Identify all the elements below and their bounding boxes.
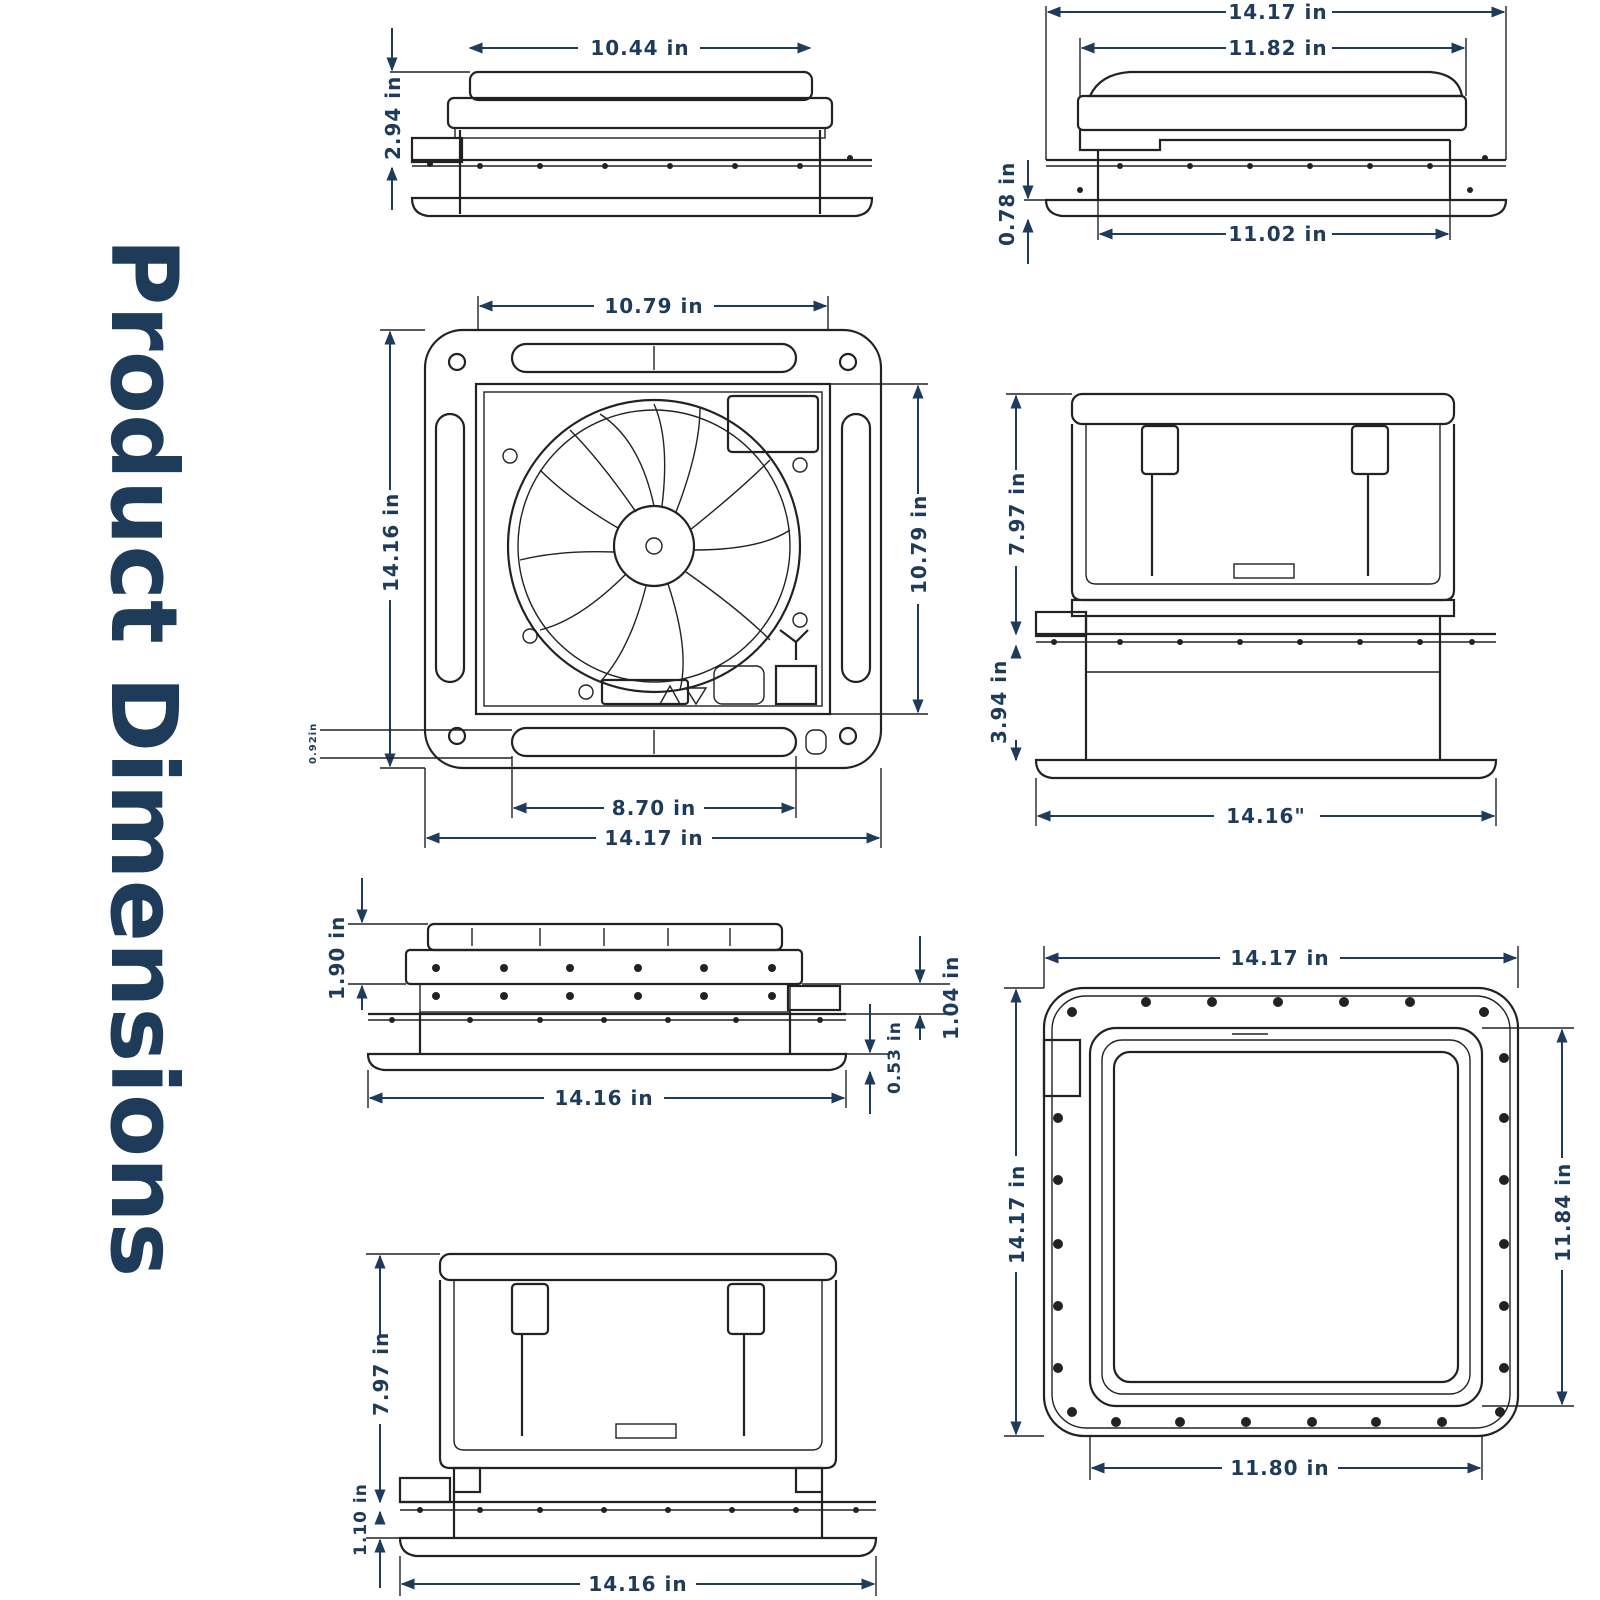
dim-trim-height: 0.53 in [885,1021,905,1094]
dim-outer-height: 14.17 in [1005,1165,1029,1264]
dim-width: 14.16 in [554,1086,653,1110]
dim-outer-width: 14.17 in [1228,0,1327,24]
side-view-top-right: 14.17 in 11.82 in 11.02 in 0.78 in [995,0,1508,264]
dim-outer-width: 14.17 in [1230,946,1329,970]
dim-margin: 0.92in [308,723,319,764]
dim-outer-width: 14.17 in [604,826,703,850]
side-view-top-left: 10.44 in 2.94 in [381,28,874,218]
side-view-middle-left: 1.90 in 1.04 in 0.53 in 14.16 in [325,878,963,1114]
dim-lid-height: 7.97 in [1005,472,1029,556]
dim-base-width: 11.02 in [1228,222,1327,246]
dim-inner-height: 11.84 in [1551,1163,1575,1262]
dim-width: 14.16" [1226,804,1306,828]
dim-bottom-slot-width: 8.70 in [612,796,696,820]
dim-lid-width: 11.82 in [1228,36,1327,60]
dim-lid-height: 1.90 in [325,916,349,1000]
dim-base-height: 3.94 in [987,660,1011,744]
dim-flange-height: 1.04 in [939,956,963,1040]
dim-width: 10.44 in [590,36,689,60]
dim-inner-height: 10.79 in [907,495,931,594]
dim-base-height: 1.10 in [351,1483,371,1556]
dim-width: 14.16 in [588,1572,687,1596]
open-view-right: 7.97 in 3.94 in 14.16" [987,392,1498,828]
dim-outer-height: 14.16 in [379,493,403,592]
top-view-frame: 14.17 in 14.17 in 11.84 in 11.80 in [1004,946,1575,1480]
dim-lid-height: 7.97 in [369,1332,393,1416]
page-title: Product Dimensions [90,238,197,1277]
dim-height: 2.94 in [381,76,405,160]
dim-top-slot-width: 10.79 in [604,294,703,318]
bottom-view-fan: 10.79 in 14.16 in 10.79 in 8.70 in 14.17… [308,294,931,850]
open-view-bottom-left: 7.97 in 1.10 in 14.16 in [351,1252,878,1596]
dim-flange-height: 0.78 in [995,162,1019,246]
dim-inner-width: 11.80 in [1230,1456,1329,1480]
